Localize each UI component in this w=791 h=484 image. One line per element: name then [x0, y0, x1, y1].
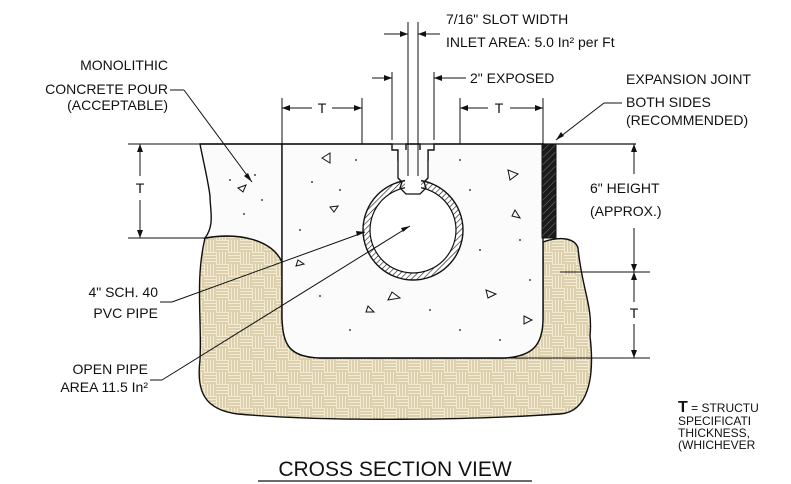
- svg-text:T = STRUCTU: T = STRUCTU: [678, 399, 759, 416]
- monolithic-label-2: CONCRETE POUR: [45, 81, 168, 97]
- monolithic-label-3: (ACCEPTABLE): [67, 97, 168, 113]
- slot-width-label: 7/16" SLOT WIDTH: [446, 11, 568, 27]
- pvc-pipe: [362, 176, 464, 281]
- exposed-label: 2" EXPOSED: [470, 70, 554, 86]
- inlet-area-label: INLET AREA: 5.0 In² per Ft: [446, 34, 615, 50]
- dim-t-left-label: T: [136, 180, 145, 196]
- expansion-label-1: EXPANSION JOINT: [626, 71, 751, 87]
- dim-slot: [384, 31, 440, 37]
- open-pipe-label-2: AREA 11.5 In²: [60, 379, 148, 395]
- view-title: CROSS SECTION VIEW: [278, 458, 512, 481]
- leader-monolithic: [170, 89, 253, 183]
- leader-open-pipe: [150, 225, 411, 381]
- footnote-line-1: = STRUCTU: [688, 401, 759, 415]
- concrete-left: [199, 143, 283, 263]
- aggregate-symbols: [237, 152, 534, 325]
- dim-t-top-right-label: T: [495, 100, 504, 116]
- height-label-1: 6" HEIGHT: [590, 180, 660, 196]
- dim-top-left: [281, 98, 363, 144]
- slot-throat: [397, 22, 429, 201]
- dim-top-right: [459, 98, 544, 144]
- expansion-joint: [541, 143, 557, 239]
- dim-t-top-left-label: T: [318, 100, 327, 116]
- pipe-label-1: 4" SCH. 40: [88, 284, 158, 300]
- footnote-key: T: [678, 399, 688, 416]
- dim-right-t: [505, 272, 650, 359]
- dim-left-t: [128, 143, 205, 239]
- height-label-2: (APPROX.): [590, 203, 662, 219]
- monolithic-label-1: MONOLITHIC: [80, 57, 168, 73]
- expansion-label-3: (RECOMMENDED): [626, 112, 748, 128]
- dim-t-right-label: T: [630, 305, 639, 321]
- leader-pvc: [160, 231, 366, 303]
- footnote-line-4: (WHICHEVER: [678, 438, 756, 452]
- aggregate-dots: [229, 159, 531, 341]
- footnote-line-3: THICKNESS,: [678, 426, 750, 440]
- dim-right-height: [560, 144, 650, 273]
- pipe-label-2: PVC PIPE: [93, 305, 158, 321]
- footnote-line-2: SPECIFICATI: [678, 414, 751, 428]
- leader-expansion: [555, 102, 622, 141]
- open-pipe-label-1: OPEN PIPE: [73, 361, 148, 377]
- dim-exposed: [372, 72, 466, 140]
- footnote: T = STRUCTU SPECIFICATI THICKNESS, (WHIC…: [678, 399, 759, 452]
- expansion-label-2: BOTH SIDES: [626, 94, 711, 110]
